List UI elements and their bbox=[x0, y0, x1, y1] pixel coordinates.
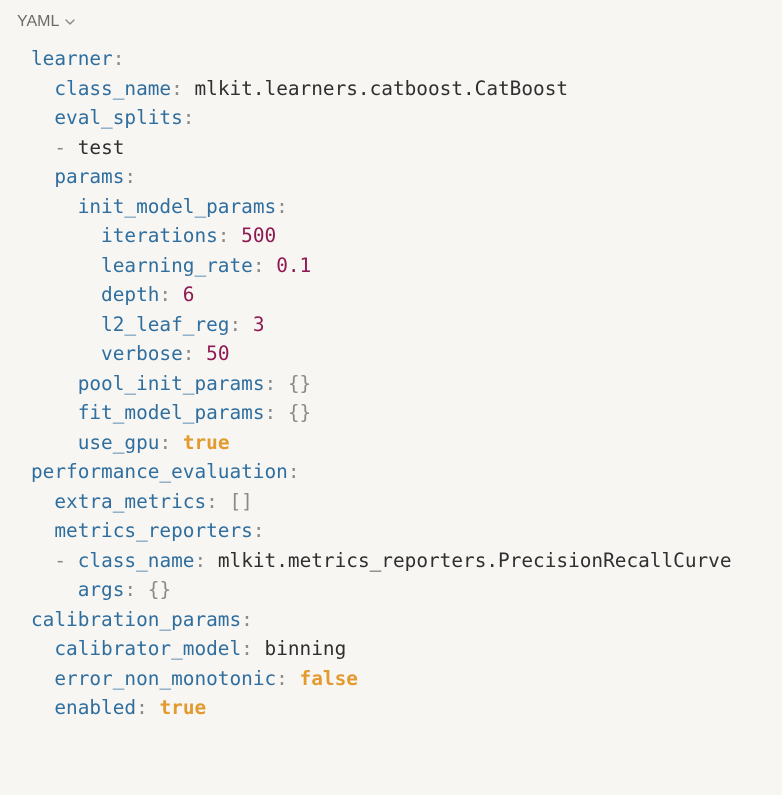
yaml-colon: : bbox=[124, 578, 137, 601]
language-label: YAML bbox=[17, 13, 60, 30]
yaml-key: verbose bbox=[101, 342, 183, 365]
yaml-value: true bbox=[182, 430, 230, 454]
code-line: iterations: 500 bbox=[31, 221, 732, 251]
yaml-key: error_non_monotonic bbox=[54, 666, 277, 690]
code-line: params: bbox=[31, 162, 732, 192]
list-dash: - bbox=[54, 548, 67, 572]
yaml-key: performance_evaluation bbox=[31, 460, 288, 483]
yaml-colon: : bbox=[124, 165, 137, 188]
yaml-colon: : bbox=[276, 666, 288, 690]
yaml-key: calibrator_model bbox=[54, 637, 242, 660]
yaml-key: depth bbox=[101, 283, 160, 306]
code-line: depth: 6 bbox=[31, 280, 732, 310]
yaml-value: test bbox=[77, 135, 125, 159]
code-line: metrics_reporters: bbox=[31, 516, 732, 546]
yaml-colon: : bbox=[159, 430, 172, 454]
yaml-colon: : bbox=[241, 637, 253, 660]
code-line: l2_leaf_reg: 3 bbox=[31, 310, 732, 340]
code-line: learner: bbox=[31, 44, 732, 74]
code-line: calibrator_model: binning bbox=[31, 634, 732, 664]
code-line: pool_init_params: {} bbox=[31, 369, 732, 399]
code-line: use_gpu: true bbox=[31, 428, 732, 458]
yaml-colon: : bbox=[252, 253, 265, 277]
yaml-value: false bbox=[299, 666, 358, 690]
code-line: error_non_monotonic: false bbox=[31, 664, 732, 694]
yaml-key: init_model_params bbox=[77, 194, 277, 218]
code-line: extra_metrics: [] bbox=[31, 487, 732, 517]
code-line: verbose: 50 bbox=[31, 339, 732, 369]
yaml-key: learning_rate bbox=[101, 253, 253, 277]
code-line: learning_rate: 0.1 bbox=[31, 251, 732, 281]
yaml-key: metrics_reporters bbox=[54, 519, 253, 542]
code-block[interactable]: learner: class_name: mlkit.learners.catb… bbox=[31, 44, 732, 723]
yaml-value: {} bbox=[147, 578, 172, 601]
yaml-value: 50 bbox=[206, 342, 230, 365]
yaml-colon: : bbox=[182, 342, 195, 365]
yaml-value: {} bbox=[287, 371, 312, 395]
yaml-value: 3 bbox=[252, 312, 265, 336]
code-line: class_name: mlkit.learners.catboost.CatB… bbox=[31, 74, 732, 104]
yaml-value: 0.1 bbox=[276, 253, 312, 277]
yaml-colon: : bbox=[264, 371, 277, 395]
yaml-value: [] bbox=[229, 489, 253, 513]
yaml-key: l2_leaf_reg bbox=[101, 312, 230, 336]
yaml-key: params bbox=[54, 165, 125, 188]
yaml-colon: : bbox=[136, 696, 148, 719]
yaml-key: learner bbox=[31, 47, 113, 70]
code-line: - class_name: mlkit.metrics_reporters.Pr… bbox=[31, 546, 732, 576]
yaml-colon: : bbox=[171, 76, 183, 100]
yaml-key: class_name bbox=[54, 76, 172, 100]
yaml-key: use_gpu bbox=[77, 430, 160, 454]
code-line: fit_model_params: {} bbox=[31, 398, 732, 428]
yaml-key: args bbox=[77, 578, 125, 601]
yaml-key: calibration_params bbox=[31, 607, 242, 631]
yaml-value: mlkit.metrics_reporters.PrecisionRecallC… bbox=[217, 548, 732, 572]
yaml-key: enabled bbox=[54, 696, 137, 719]
list-dash: - bbox=[54, 135, 67, 159]
yaml-colon: : bbox=[252, 519, 265, 542]
yaml-value: {} bbox=[287, 401, 312, 424]
yaml-colon: : bbox=[112, 47, 125, 70]
code-line: init_model_params: bbox=[31, 192, 732, 222]
yaml-key: fit_model_params bbox=[77, 401, 265, 424]
yaml-key: eval_splits bbox=[54, 106, 183, 129]
code-line: args: {} bbox=[31, 575, 732, 605]
yaml-value: mlkit.learners.catboost.CatBoost bbox=[194, 76, 569, 100]
yaml-value: binning bbox=[264, 637, 347, 660]
yaml-colon: : bbox=[287, 460, 300, 483]
yaml-value: 500 bbox=[241, 224, 277, 247]
yaml-colon: : bbox=[217, 224, 230, 247]
code-line: eval_splits: bbox=[31, 103, 732, 133]
yaml-colon: : bbox=[159, 283, 172, 306]
code-line: enabled: true bbox=[31, 693, 732, 723]
yaml-key: extra_metrics bbox=[54, 489, 207, 513]
language-selector[interactable]: YAML bbox=[17, 9, 76, 35]
yaml-key: pool_init_params bbox=[77, 371, 265, 395]
yaml-key: class_name bbox=[77, 548, 195, 572]
yaml-colon: : bbox=[182, 106, 195, 129]
yaml-colon: : bbox=[264, 401, 277, 424]
yaml-colon: : bbox=[194, 548, 207, 572]
code-line: calibration_params: bbox=[31, 605, 732, 635]
code-line: - test bbox=[31, 133, 732, 163]
yaml-colon: : bbox=[229, 312, 242, 336]
yaml-colon: : bbox=[241, 607, 253, 631]
yaml-value: 6 bbox=[182, 283, 195, 306]
yaml-colon: : bbox=[206, 489, 218, 513]
yaml-colon: : bbox=[276, 194, 288, 218]
chevron-down-icon bbox=[65, 19, 76, 25]
yaml-key: iterations bbox=[101, 224, 218, 247]
code-line: performance_evaluation: bbox=[31, 457, 732, 487]
yaml-value: true bbox=[159, 696, 207, 719]
